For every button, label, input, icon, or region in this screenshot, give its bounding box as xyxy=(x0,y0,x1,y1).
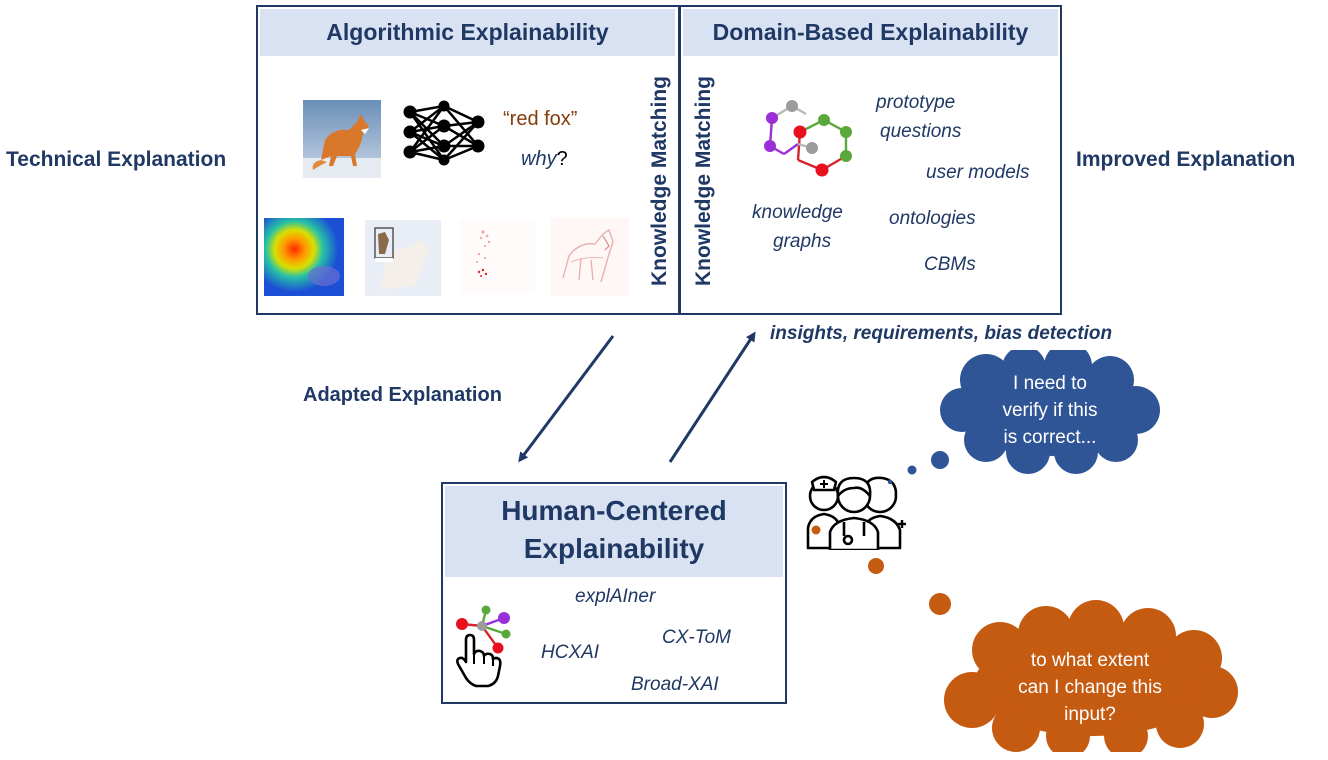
questions-label: questions xyxy=(880,121,962,142)
neural-network-icon xyxy=(403,100,485,166)
orange-thought-line1: to what extent xyxy=(1030,650,1150,671)
orange-thought-line2: can I change this xyxy=(1018,677,1162,698)
touch-graph-icon xyxy=(456,605,511,688)
orange-thought-cloud xyxy=(868,558,1238,752)
why-question: why? xyxy=(521,148,568,171)
hcxai-label: HCXAI xyxy=(541,642,600,663)
cbms-label: CBMs xyxy=(924,254,976,275)
technical-explanation-label: Technical Explanation xyxy=(6,148,227,171)
algorithmic-title: Algorithmic Explainability xyxy=(260,9,675,56)
dense-saliency-thumbnail xyxy=(551,218,629,296)
red-fox-label: “red fox” xyxy=(503,108,578,130)
sparse-saliency-thumbnail xyxy=(459,220,535,294)
graphs-label: graphs xyxy=(773,231,832,252)
user-models-label: user models xyxy=(926,162,1030,183)
human-title-line2: Explainability xyxy=(523,533,705,564)
fox-photo xyxy=(303,100,381,178)
ontologies-label: ontologies xyxy=(889,208,976,229)
human-centered-title: Human-Centered Explainability xyxy=(445,486,783,577)
blue-thought-line2: verify if this xyxy=(1002,400,1098,421)
blue-thought-line1: I need to xyxy=(1013,373,1087,394)
blue-thought-line3: is correct... xyxy=(1003,427,1097,448)
adapted-explanation-label: Adapted Explanation xyxy=(303,384,502,406)
domain-title: Domain-Based Explainability xyxy=(683,9,1058,56)
prototype-label: prototype xyxy=(876,92,956,113)
panel-divider xyxy=(678,5,681,315)
feedback-label: insights, requirements, bias detection xyxy=(770,323,1113,344)
knowledge-matching-left: Knowledge Matching xyxy=(648,76,671,286)
improved-explanation-label: Improved Explanation xyxy=(1076,148,1296,171)
adapted-arrow xyxy=(518,335,615,463)
users-icon xyxy=(806,475,906,550)
human-title-line1: Human-Centered xyxy=(501,495,727,526)
heatmap-thumbnail xyxy=(264,218,344,296)
explainer-label: explAIner xyxy=(575,586,656,607)
bounding-box-thumbnail xyxy=(365,220,441,296)
orange-thought-line3: input? xyxy=(1064,704,1116,725)
blue-thought-cloud xyxy=(907,350,1160,475)
why-word: why xyxy=(521,148,557,170)
cxtom-label: CX-ToM xyxy=(662,627,731,648)
flow-arrows xyxy=(518,331,756,463)
blue-thought-text: I need to verify if this is correct... xyxy=(960,370,1140,451)
knowledge-label: knowledge xyxy=(752,202,843,223)
orange-thought-text: to what extent can I change this input? xyxy=(990,647,1190,728)
knowledge-matching-right: Knowledge Matching xyxy=(692,76,715,286)
feedback-arrow xyxy=(668,331,756,463)
why-question-mark: ? xyxy=(556,148,568,170)
knowledge-graph-icon xyxy=(764,100,852,177)
broad-xai-label: Broad-XAI xyxy=(631,674,719,695)
